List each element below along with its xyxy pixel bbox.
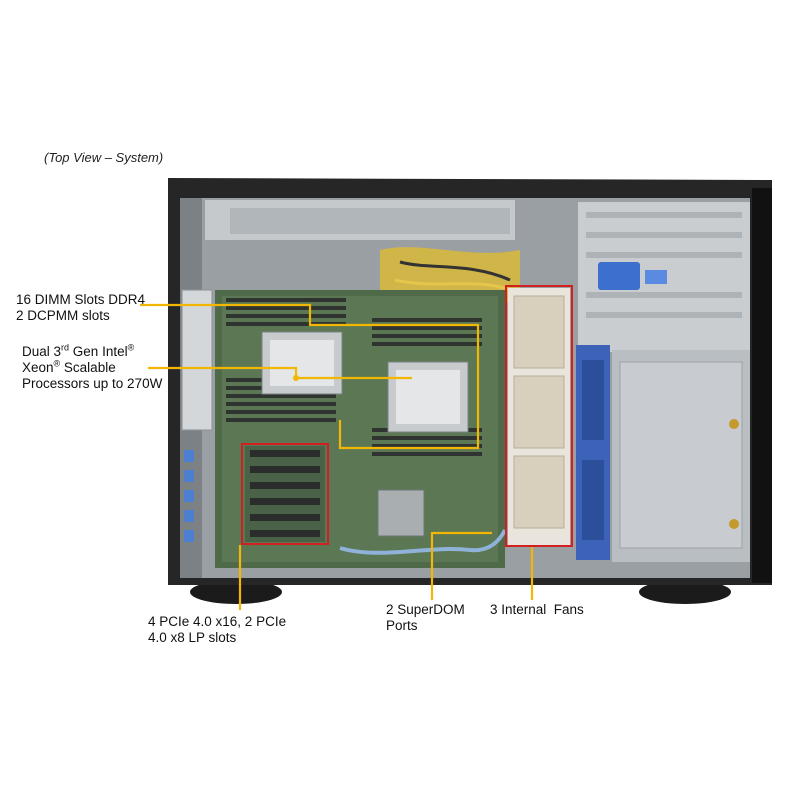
chassis-right-panel (752, 188, 772, 583)
view-caption: (Top View – System) (44, 150, 164, 165)
fans-callout-label: 3 Internal Fans (490, 602, 584, 617)
fans-highlight-box (505, 285, 573, 547)
cpu-callout-label: Dual 3rd Gen Intel® Xeon® Scalable Proce… (22, 342, 163, 391)
superdom-callout-label: 2 SuperDOM Ports (386, 602, 465, 633)
chassis-foot-left (190, 580, 282, 604)
pcie-callout-label: 4 PCIe 4.0 x16, 2 PCIe 4.0 x8 LP slots (148, 614, 287, 645)
chassis-foot-right (639, 580, 731, 604)
dimm-callout-label: 16 DIMM Slots DDR4 2 DCPMM slots (16, 292, 146, 323)
